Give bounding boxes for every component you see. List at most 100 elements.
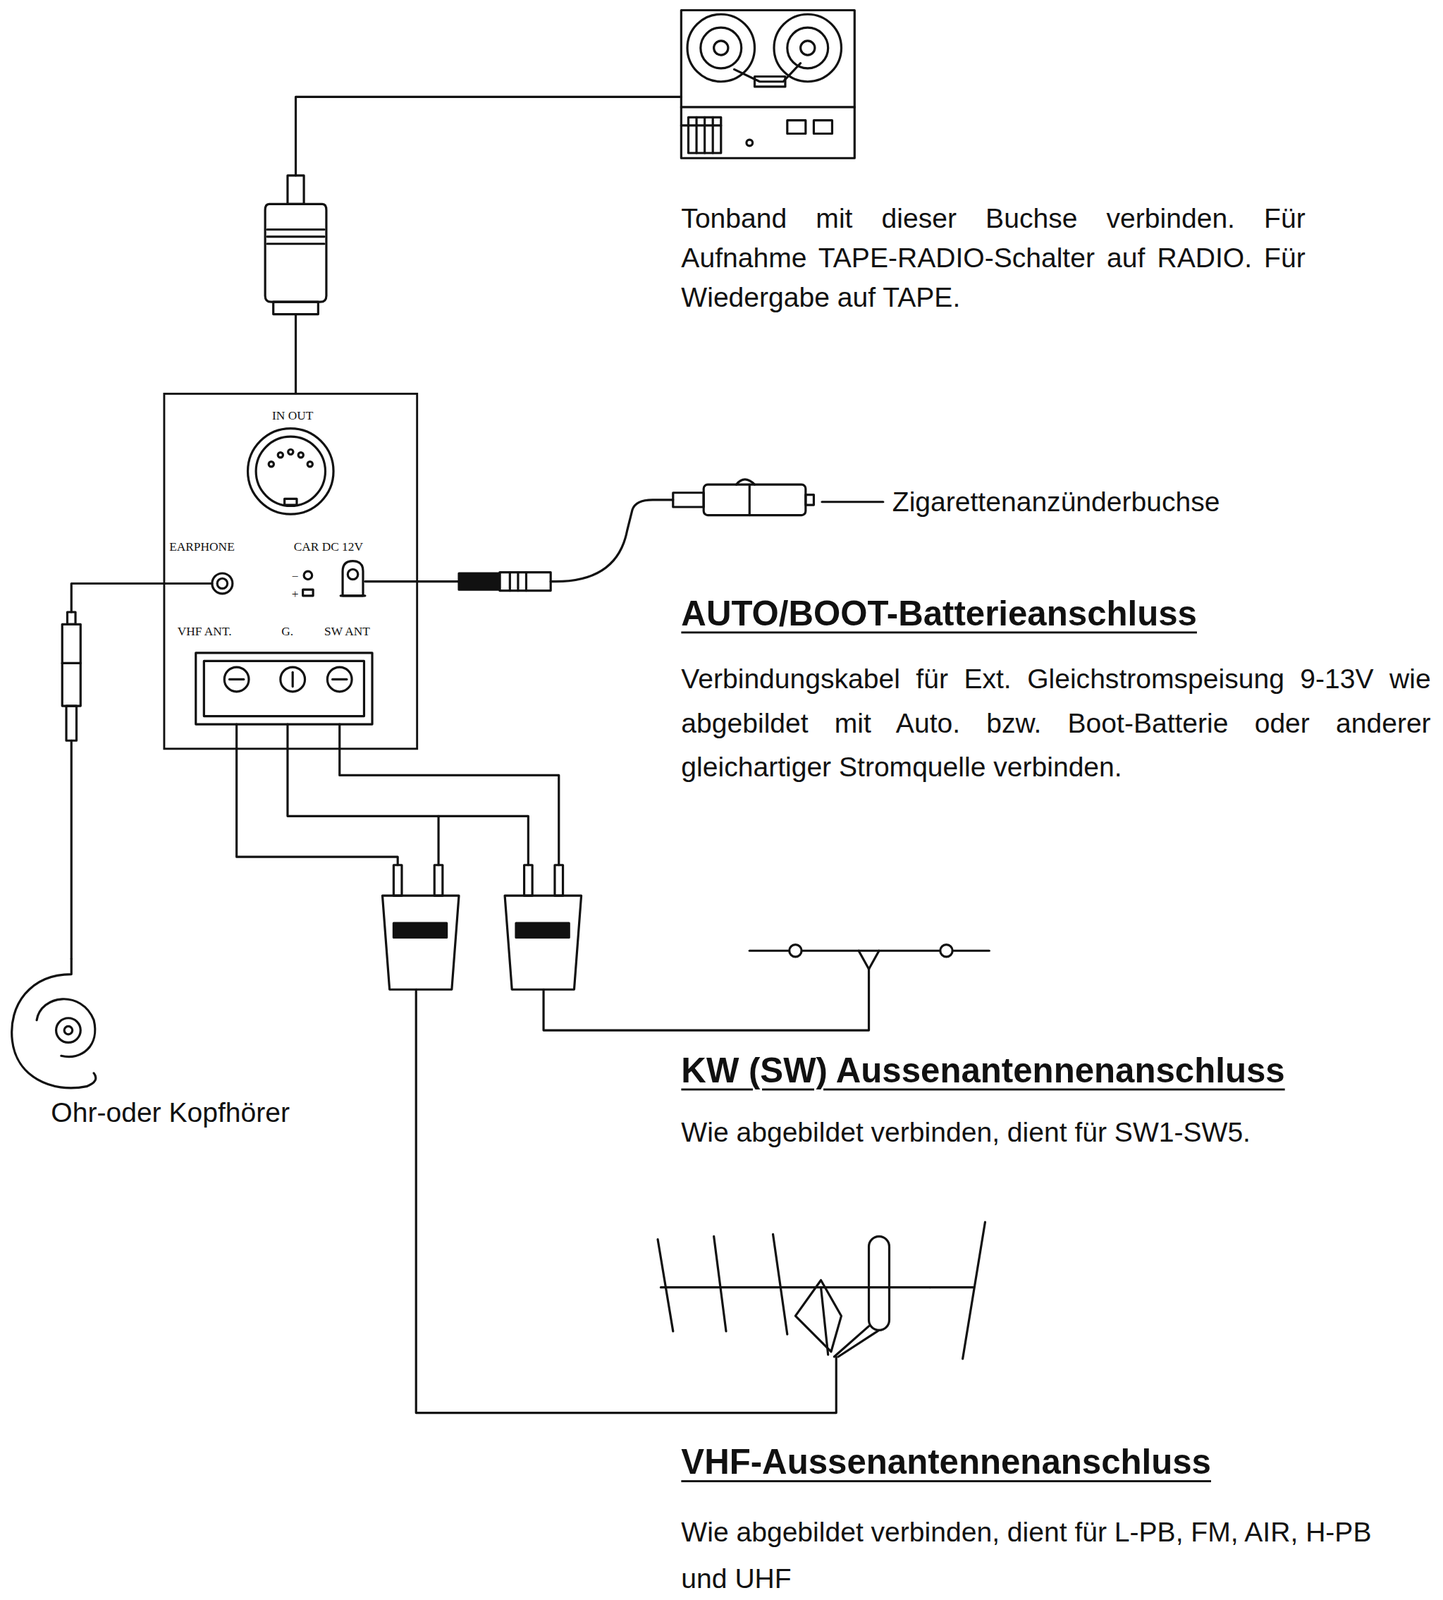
drawing-stroke	[288, 449, 294, 454]
drawing-stroke	[224, 666, 249, 692]
drawing-stroke	[516, 572, 519, 591]
drawing-stroke	[280, 666, 306, 692]
drawing-stroke	[434, 864, 443, 896]
drawing-stroke	[821, 500, 884, 503]
connector-panel: IN OUTEARPHONECAR DC 12V−+VHF ANT.G.SW A…	[162, 392, 419, 750]
drawing-stroke	[800, 40, 815, 55]
section-heading: KW (SW) Aussenantennenanschluss	[680, 1048, 1285, 1092]
drawing-stroke	[504, 895, 581, 990]
jack-label: EARPHONE	[169, 540, 235, 553]
drawing-stroke	[71, 582, 213, 612]
panel-parts	[195, 428, 373, 725]
section-heading: AUTO/BOOT-Batterieanschluss	[680, 591, 1197, 635]
drawing-stroke	[273, 301, 319, 314]
drawing-stroke	[746, 139, 753, 146]
drawing-stroke	[236, 723, 399, 865]
drawing-stroke	[869, 1235, 890, 1330]
drawing-stroke	[327, 666, 352, 692]
drawing-stroke	[554, 864, 564, 896]
part-label: Zigarettenanzünderbuchse	[892, 485, 1221, 521]
drawing-stroke	[680, 9, 855, 158]
drawing-stroke	[393, 922, 447, 937]
drawing-stroke	[267, 235, 325, 238]
yagi-antenna	[657, 1221, 985, 1359]
drawing-stroke	[265, 203, 327, 302]
drawing-stroke	[940, 944, 953, 957]
drawing-stroke	[703, 117, 706, 153]
drawing-stroke	[365, 580, 459, 583]
drawing-stroke	[867, 968, 870, 978]
drawing-stroke	[347, 568, 358, 579]
drawing-stroke	[688, 117, 721, 153]
drawing-stroke	[332, 678, 347, 681]
drawing-stroke	[787, 27, 829, 69]
drawing-stroke	[695, 117, 698, 153]
drawing-stroke	[711, 117, 715, 153]
drawing-stroke	[203, 660, 364, 716]
terminal-label: SW ANT	[324, 625, 371, 638]
drawing-stroke	[789, 944, 802, 957]
drawing-stroke	[795, 1280, 841, 1352]
drawing-stroke	[962, 1221, 986, 1359]
drawing-stroke	[774, 14, 841, 82]
earphone-cable	[11, 582, 213, 1088]
drawing-stroke	[714, 1235, 727, 1331]
drawing-stroke	[929, 1285, 974, 1288]
drawing-stroke	[268, 461, 274, 467]
drawing-stroke	[267, 228, 325, 231]
polarity-sign: −	[291, 570, 299, 583]
drawing-stroke	[499, 572, 551, 591]
drawing-stroke	[673, 492, 704, 507]
drawing-stroke	[212, 573, 233, 594]
drawing-stroke	[255, 436, 325, 506]
drawing-stroke	[62, 661, 81, 665]
din-cable	[265, 96, 681, 393]
socket-label: IN OUT	[272, 408, 313, 421]
terminal-label: VHF ANT.	[177, 625, 232, 638]
drawing-stroke	[217, 578, 227, 588]
drawing-stroke	[287, 723, 439, 865]
drawing-stroke	[294, 314, 297, 393]
drawing-stroke	[62, 623, 81, 706]
drawing-stroke	[735, 479, 755, 485]
drawing-stroke	[277, 452, 283, 458]
note-text: Verbindungskabel für Ext. Gleichstromspe…	[680, 657, 1431, 790]
drawing-stroke	[267, 242, 325, 245]
drawing-stroke	[833, 1325, 880, 1357]
drawing-stroke	[550, 499, 674, 582]
drawing-stroke	[543, 977, 869, 1030]
drawing-stroke	[64, 1025, 73, 1035]
drawing-stroke	[248, 428, 335, 515]
drawing-stroke	[680, 105, 855, 108]
drawing-stroke	[340, 594, 366, 597]
power-cable	[365, 479, 884, 591]
drawing-stroke	[813, 120, 832, 134]
drawing-stroke	[858, 950, 880, 969]
drawing-stroke	[508, 572, 512, 591]
drawing-stroke	[307, 461, 313, 467]
drawing-stroke	[296, 96, 682, 175]
drawing-stroke	[229, 678, 244, 681]
polarity-sign: +	[291, 587, 299, 600]
note-text: Wie abgebildet verbinden, dient für SW1-…	[680, 1115, 1251, 1151]
drawing-stroke	[438, 815, 528, 865]
drawing-stroke	[516, 922, 569, 937]
drawing-stroke	[805, 494, 815, 505]
drawing-stroke	[70, 740, 73, 959]
drawing-stroke	[703, 484, 806, 515]
drawing-stroke	[342, 561, 364, 596]
section-heading: VHF-Aussenantennenanschluss	[680, 1440, 1212, 1484]
drawing-stroke	[657, 1239, 674, 1331]
drawing-stroke	[66, 611, 76, 624]
drawing-stroke	[287, 175, 304, 205]
drawing-stroke	[773, 1233, 788, 1334]
drawing-stroke	[66, 705, 77, 741]
drawing-stroke	[524, 864, 533, 896]
drawing-stroke	[754, 76, 786, 87]
drawing-stroke	[458, 573, 500, 590]
note-text: Tonband mit dieser Buchse verbinden. Für…	[680, 198, 1305, 319]
drawing-stroke	[787, 120, 806, 134]
dipole-antenna	[749, 944, 990, 978]
terminal-label: G.	[281, 625, 294, 638]
